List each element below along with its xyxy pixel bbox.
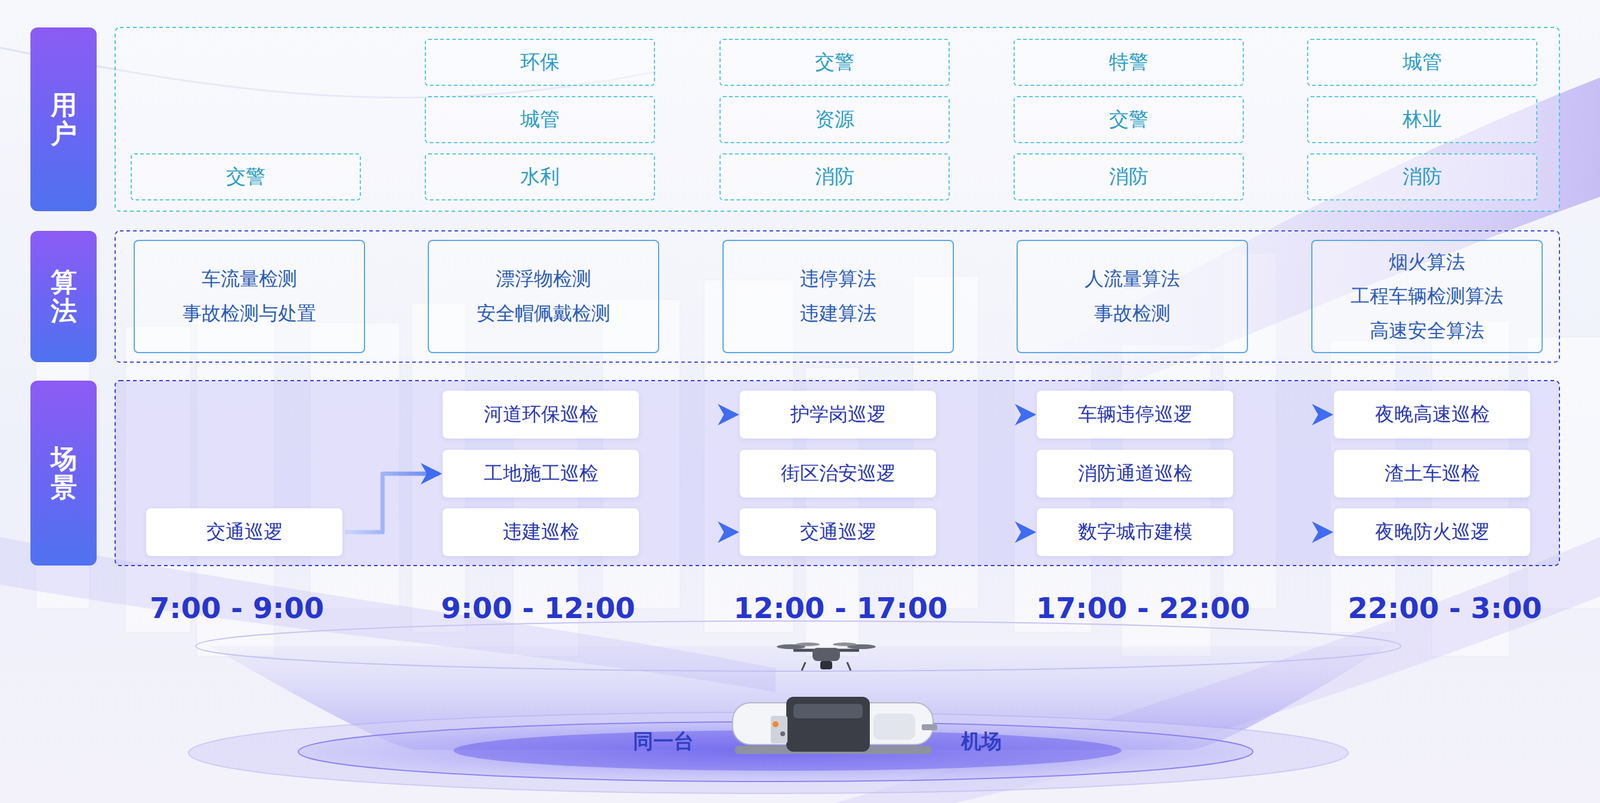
user-box: 交警 bbox=[130, 153, 361, 201]
row-header: 场景 bbox=[30, 380, 97, 566]
user-box: 消防 bbox=[1013, 153, 1244, 201]
node-text: 城管 bbox=[520, 106, 560, 134]
time-label: 12:00 - 17:00 bbox=[733, 591, 948, 625]
algorithm-box: 违停算法违建算法 bbox=[722, 239, 954, 354]
node-text: 林业 bbox=[1402, 106, 1442, 134]
scene-box: 数字城市建模 bbox=[1036, 508, 1234, 557]
node-text: 环保 bbox=[520, 48, 560, 76]
scene-box: 河道环保巡检 bbox=[442, 390, 639, 439]
node-text: 护学岗巡逻 bbox=[790, 401, 886, 428]
dock-station bbox=[732, 696, 938, 755]
node-text: 事故检测 bbox=[1094, 296, 1171, 332]
node-text: 烟火算法 bbox=[1388, 245, 1466, 280]
node-text: 消防 bbox=[814, 163, 855, 191]
node-text: 交通巡逻 bbox=[800, 519, 877, 546]
user-box: 消防 bbox=[719, 153, 950, 201]
algorithm-box: 烟火算法工程车辆检测算法高速安全算法 bbox=[1311, 239, 1543, 354]
node-text: 事故检测与处置 bbox=[182, 296, 317, 332]
scene-box: 交通巡逻 bbox=[146, 508, 343, 557]
flow-arrow bbox=[641, 530, 737, 535]
drone bbox=[776, 642, 876, 671]
node-text: 数字城市建模 bbox=[1078, 519, 1193, 546]
node-text: 工程车辆检测算法 bbox=[1350, 279, 1504, 314]
user-box: 城管 bbox=[424, 96, 656, 144]
node-text: 交警 bbox=[814, 48, 855, 76]
row-header: 用户 bbox=[30, 27, 97, 212]
scene-box: 消防通道巡检 bbox=[1036, 449, 1234, 498]
node-text: 河道环保巡检 bbox=[483, 401, 599, 428]
node-text: 特警 bbox=[1109, 48, 1149, 76]
node-text: 消防通道巡检 bbox=[1078, 460, 1193, 487]
algorithm-box: 人流量算法事故检测 bbox=[1016, 239, 1249, 354]
time-label: 17:00 - 22:00 bbox=[1036, 591, 1251, 625]
node-text: 资源 bbox=[814, 106, 855, 134]
node-text: 消防 bbox=[1109, 163, 1149, 191]
node-text: 渣土车巡检 bbox=[1384, 460, 1481, 487]
scene-panel bbox=[115, 380, 1560, 566]
node-text: 用户 bbox=[50, 90, 77, 149]
user-box: 水利 bbox=[424, 153, 656, 201]
scene-box: 渣土车巡检 bbox=[1333, 449, 1531, 498]
user-box: 林业 bbox=[1307, 96, 1538, 144]
row-header: 算法 bbox=[30, 230, 97, 363]
algorithm-panel bbox=[115, 230, 1560, 363]
node-text: 消防 bbox=[1402, 163, 1442, 191]
node-text: 夜晚高速巡检 bbox=[1375, 401, 1490, 428]
user-panel bbox=[115, 27, 1560, 212]
node-text: 街区治安巡逻 bbox=[780, 460, 896, 487]
scene-box: 车辆违停巡逻 bbox=[1036, 390, 1234, 439]
user-box: 城管 bbox=[1307, 38, 1538, 86]
node-text: 工地施工巡检 bbox=[483, 460, 599, 487]
time-label: 9:00 - 12:00 bbox=[440, 591, 636, 625]
node-text: 交警 bbox=[226, 163, 266, 191]
scene-box: 夜晚防火巡逻 bbox=[1333, 508, 1531, 557]
node-text: 场景 bbox=[50, 444, 77, 503]
dock-label: 同一台 bbox=[632, 727, 694, 756]
flow-arrow bbox=[1235, 530, 1331, 535]
node-text: 夜晚防火巡逻 bbox=[1375, 519, 1490, 546]
user-box: 交警 bbox=[719, 38, 950, 86]
flow-arrow bbox=[641, 412, 737, 418]
algorithm-box: 车流量检测事故检测与处置 bbox=[133, 239, 366, 354]
dock-label: 机场 bbox=[961, 727, 1002, 756]
node-text: 交警 bbox=[1109, 106, 1149, 134]
time-label: 7:00 - 9:00 bbox=[149, 591, 324, 625]
scene-box: 夜晚高速巡检 bbox=[1333, 390, 1531, 439]
user-box: 消防 bbox=[1307, 153, 1538, 201]
node-text: 水利 bbox=[520, 163, 560, 191]
user-box: 环保 bbox=[424, 38, 656, 86]
scene-box: 街区治安巡逻 bbox=[739, 449, 937, 498]
user-box: 资源 bbox=[719, 96, 950, 144]
node-text: 人流量算法 bbox=[1084, 261, 1181, 297]
scene-box: 交通巡逻 bbox=[739, 508, 937, 557]
node-text: 算法 bbox=[50, 267, 77, 326]
user-box: 特警 bbox=[1013, 38, 1244, 86]
node-text: 车流量检测 bbox=[201, 261, 298, 297]
flow-arrow bbox=[1235, 412, 1331, 418]
scene-box: 护学岗巡逻 bbox=[739, 390, 937, 439]
node-text: 漂浮物检测 bbox=[495, 261, 592, 297]
scene-box: 违建巡检 bbox=[442, 508, 639, 557]
scene-box: 工地施工巡检 bbox=[442, 449, 639, 498]
node-text: 安全帽佩戴检测 bbox=[476, 296, 611, 332]
algorithm-box: 漂浮物检测安全帽佩戴检测 bbox=[427, 239, 660, 354]
node-text: 违停算法 bbox=[800, 261, 877, 297]
time-label: 22:00 - 3:00 bbox=[1347, 591, 1543, 625]
node-text: 城管 bbox=[1402, 48, 1442, 76]
node-text: 违建算法 bbox=[800, 296, 877, 332]
user-box: 交警 bbox=[1013, 96, 1244, 144]
node-text: 高速安全算法 bbox=[1369, 313, 1485, 349]
node-text: 交通巡逻 bbox=[206, 519, 283, 546]
flow-arrow bbox=[344, 473, 440, 533]
node-text: 车辆违停巡逻 bbox=[1078, 401, 1193, 428]
flow-arrow bbox=[938, 412, 1034, 418]
flow-arrow bbox=[938, 530, 1034, 535]
node-text: 违建巡检 bbox=[502, 519, 580, 546]
